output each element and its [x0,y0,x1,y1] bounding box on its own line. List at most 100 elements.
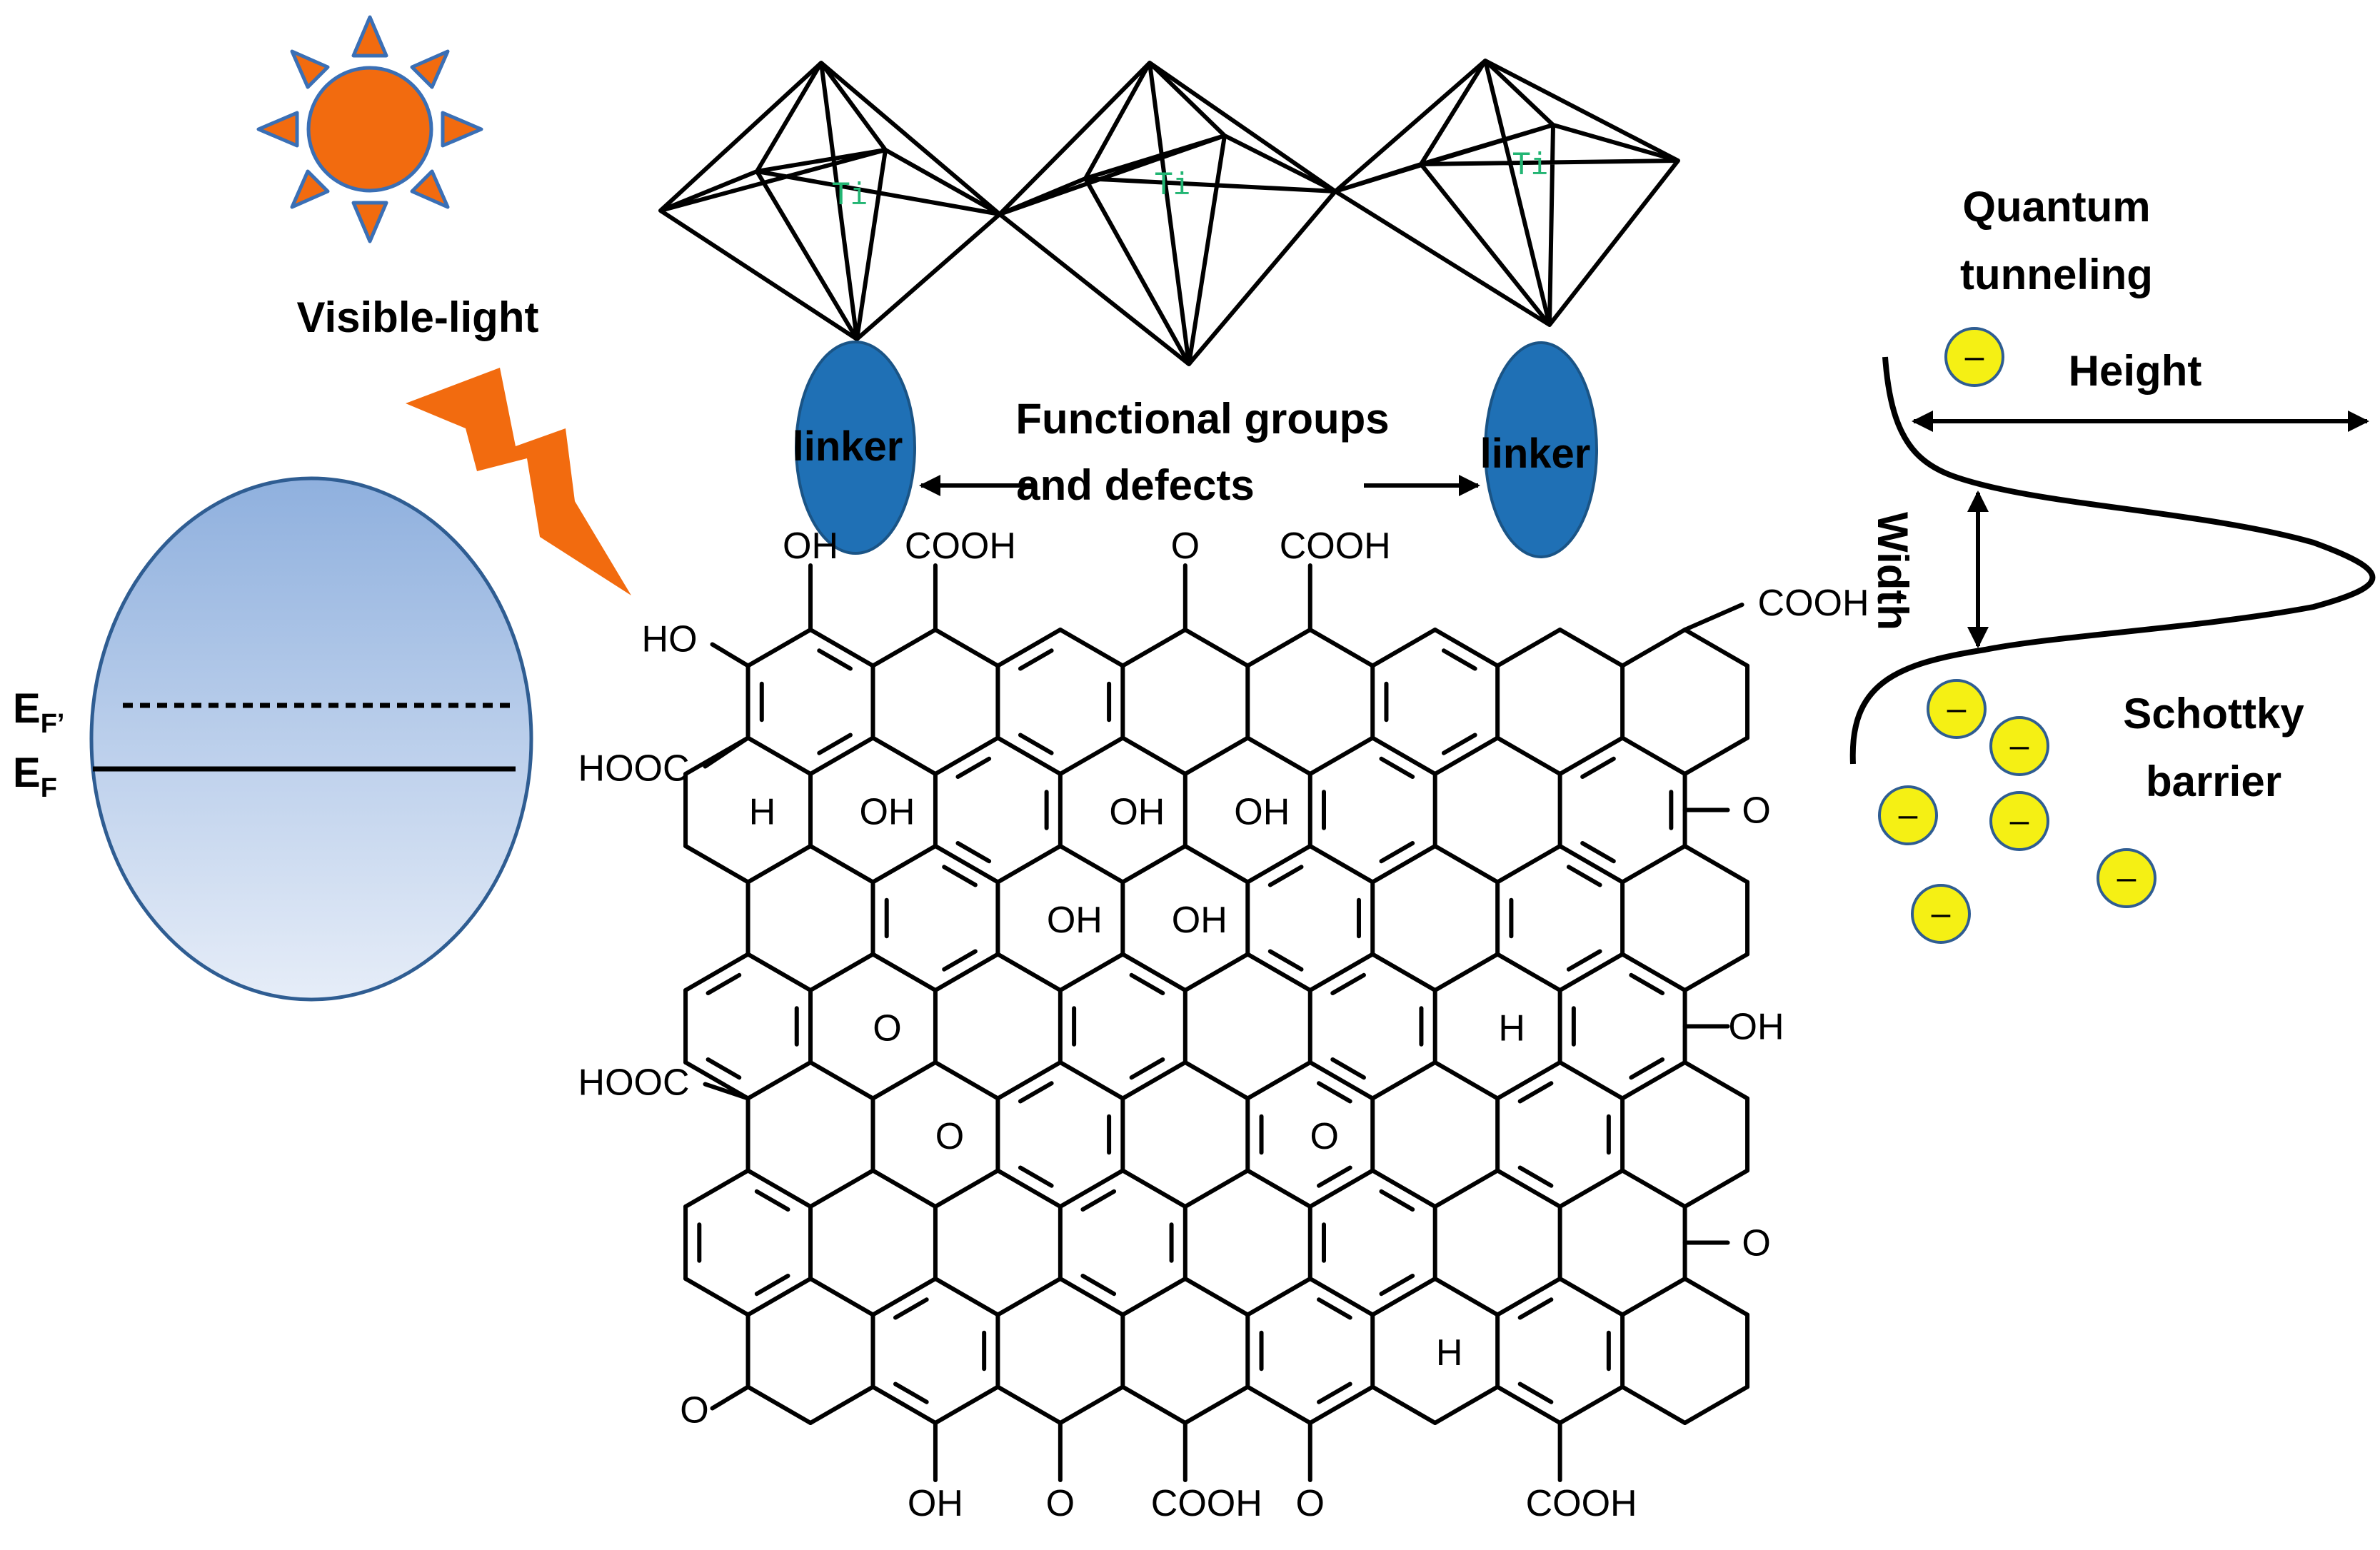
lattice-bond [1370,952,1437,992]
substituent-label: OH [783,525,838,567]
lattice-bond [995,1168,1063,1209]
lattice-bond [1432,628,1500,668]
electron-icon: – [1944,327,2004,387]
electron-charge-label: – [1932,895,1951,932]
lattice-bond [933,1060,1000,1101]
lattice-bond [808,1168,875,1209]
double-bond [1129,1057,1165,1080]
lattice-bond [870,844,938,885]
lattice-bond [1620,628,1687,668]
lattice-bond [1120,1168,1188,1209]
lattice-bond [1245,628,1312,668]
double-bond [1317,1297,1352,1320]
lattice-bond [1183,735,1250,776]
electron-charge-label: – [1899,796,1918,834]
lattice-bond [1620,1060,1687,1101]
double-bond [893,1382,929,1404]
substituent-label: COOH [905,525,1016,567]
lattice-bond [1432,1168,1500,1209]
double-bond [706,1057,742,1080]
lattice-bond [1245,1277,1312,1317]
electron-charge-label: – [2010,802,2029,840]
lattice-bond [933,1384,1000,1425]
double-bond [1517,1297,1554,1320]
lattice-bond [1307,1277,1375,1317]
substituent-bond [703,735,750,769]
lattice-bond [870,1277,938,1317]
lattice-bond [1183,1277,1250,1317]
lattice-bond [1620,1168,1687,1209]
lattice-bond [1058,735,1125,776]
lattice-bond [1557,1384,1625,1425]
lattice-bond [1183,1384,1250,1425]
lattice-bond [1120,628,1188,668]
lattice-bond [1682,952,1750,992]
lattice-bond [1432,1060,1500,1101]
lattice-bond [745,844,813,885]
lattice-bond [1432,1277,1500,1317]
substituent-label: O [1742,790,1770,832]
substituent-label: OH [1729,1007,1784,1048]
lattice-bond [1370,628,1437,668]
lattice-bond [1370,844,1437,885]
lattice-bond [1682,1060,1750,1101]
electron-icon: – [1927,679,1987,739]
electron-icon: – [1989,791,2049,851]
lattice-bond [1495,1277,1562,1317]
double-bond [1441,648,1477,671]
double-bond [1580,840,1616,864]
lattice-bond [808,628,875,668]
lattice-bond [1620,1384,1687,1425]
electron-charge-label: – [2010,727,2029,765]
substituent-label: O [1310,1116,1339,1157]
lattice-bond [1307,628,1375,668]
lattice-bond [745,952,813,992]
lattice-bond [933,735,1000,776]
height-label: Height [2069,347,2202,395]
lattice-bond [683,1168,750,1209]
double-bond [817,733,853,755]
quantum-tunneling-label: Quantum [1962,183,2150,231]
lattice-bond [745,1384,813,1425]
lattice-bond [1495,1060,1562,1101]
lattice-bond [683,952,750,992]
lattice-bond [933,1277,1000,1317]
lattice-bond [1307,952,1375,992]
lattice-bond [1432,735,1500,776]
substituent-label: OH [859,792,915,833]
lattice-bond [1495,735,1562,776]
sun-icon [256,15,483,243]
lattice-bond [1058,628,1125,668]
lattice-bond [683,1060,750,1101]
double-bond [706,972,742,996]
double-bond [942,865,978,887]
lattice-bond [808,1277,875,1317]
lattice-bond [1620,952,1687,992]
lattice-bond [1557,952,1625,992]
functional-groups-label-line2: and defects [1016,461,1254,509]
lattice-bond [1058,952,1125,992]
substituent-label: HO [642,619,698,660]
lattice-bond [933,628,1000,668]
double-bond [955,840,992,864]
lattice-bond [1432,1384,1500,1425]
lattice-bond [1495,1168,1562,1209]
lattice-bond [870,628,938,668]
lattice-bond [995,844,1063,885]
lattice-bond [1120,1277,1188,1317]
lattice-bond [1432,844,1500,885]
lattice-bond [870,952,938,992]
substituent-label: OH [1172,900,1227,941]
substituent-label: H [1498,1008,1525,1050]
quantum-tunneling-label-line2: tunneling [1960,251,2153,298]
substituent-label: OH [1047,900,1103,941]
lattice-bond [995,1277,1063,1317]
substituent-label: HOOC [578,748,690,790]
double-bond [1330,972,1366,996]
lattice-bond [1557,844,1625,885]
substituent-label: OH [1234,792,1290,833]
lattice-bond [1682,1168,1750,1209]
double-bond [1267,949,1304,972]
svg-text:linker: linker [793,423,903,470]
